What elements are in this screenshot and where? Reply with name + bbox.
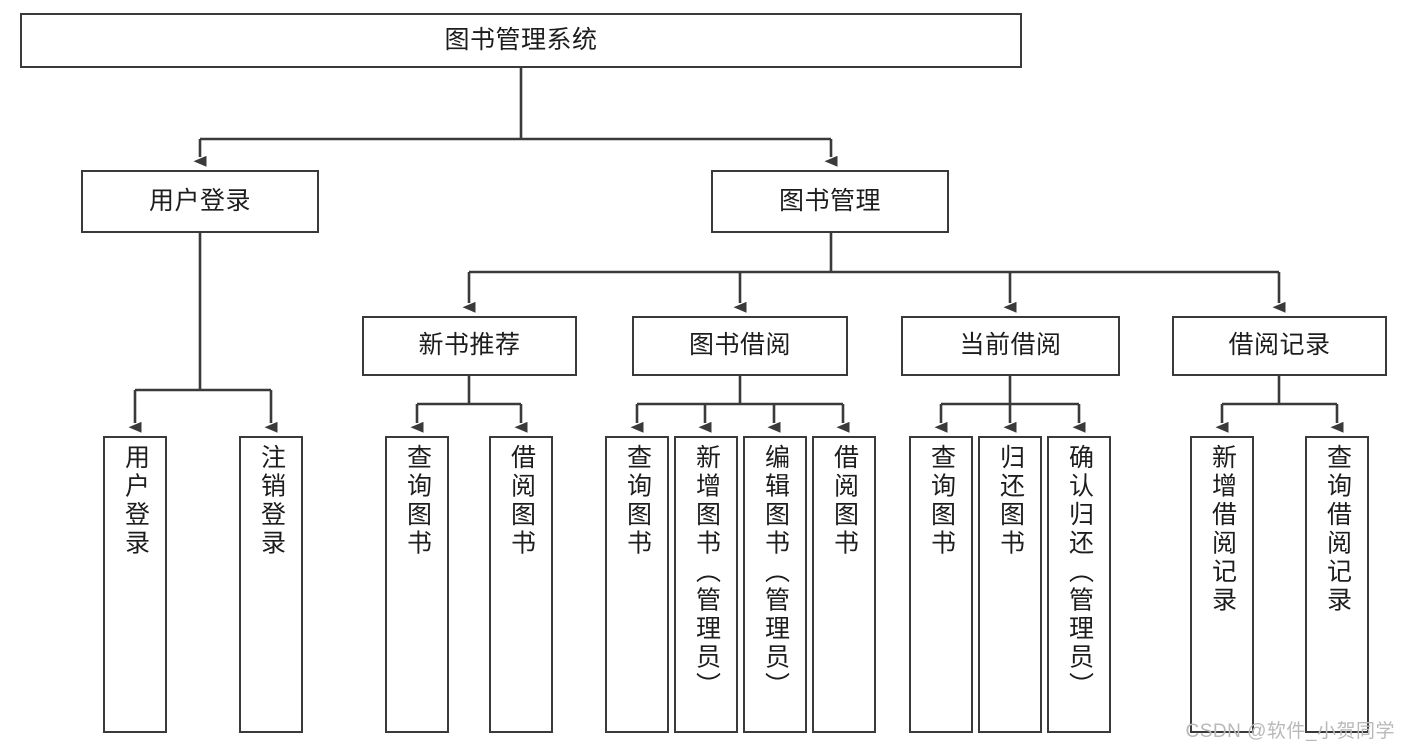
node-label: 用户登录 bbox=[121, 444, 150, 558]
node-borrow-record[interactable]: 借阅记录 bbox=[1172, 316, 1387, 376]
edges-bookborrow-to-leaves bbox=[630, 376, 850, 433]
node-label: 借阅图书 bbox=[507, 444, 536, 558]
edges-currentborrow-to-leaves bbox=[934, 376, 1086, 433]
node-label: 新增借阅记录 bbox=[1208, 444, 1237, 615]
edges-bookmanagement-to-level2 bbox=[462, 233, 1286, 313]
node-label: 新书推荐 bbox=[418, 331, 521, 360]
leaf-return-book[interactable]: 归还图书 bbox=[978, 436, 1042, 733]
leaf-query-book-borrow[interactable]: 查询图书 bbox=[605, 436, 669, 733]
edges-borrowrecord-to-leaves bbox=[1215, 376, 1344, 433]
watermark-text: CSDN @软件_小贺同学 bbox=[1185, 721, 1395, 742]
leaf-query-book-recommend[interactable]: 查询图书 bbox=[385, 436, 449, 733]
node-label: 新增图书（管理员） bbox=[692, 444, 721, 701]
node-label: 查询图书 bbox=[927, 444, 956, 558]
node-user-login[interactable]: 用户登录 bbox=[81, 170, 319, 233]
node-label: 图书管理系统 bbox=[444, 25, 598, 54]
node-root-book-management-system[interactable]: 图书管理系统 bbox=[20, 13, 1022, 68]
node-label: 查询图书 bbox=[403, 444, 432, 558]
leaf-add-borrow-record[interactable]: 新增借阅记录 bbox=[1190, 436, 1254, 733]
leaf-user-login[interactable]: 用户登录 bbox=[103, 436, 167, 733]
node-label: 查询借阅记录 bbox=[1323, 444, 1352, 615]
node-label: 用户登录 bbox=[148, 186, 251, 215]
leaf-edit-book-admin[interactable]: 编辑图书（管理员） bbox=[743, 436, 807, 733]
leaf-borrow-book-recommend[interactable]: 借阅图书 bbox=[489, 436, 553, 733]
node-label: 编辑图书（管理员） bbox=[761, 444, 790, 701]
edges-newbook-to-leaves bbox=[410, 376, 528, 433]
node-label: 借阅记录 bbox=[1228, 331, 1331, 360]
node-label: 图书借阅 bbox=[688, 331, 791, 360]
leaf-query-book-current[interactable]: 查询图书 bbox=[909, 436, 973, 733]
node-label: 确认归还（管理员） bbox=[1065, 444, 1094, 701]
edges-userlogin-to-leaves bbox=[128, 233, 278, 433]
node-label: 归还图书 bbox=[996, 444, 1025, 558]
leaf-query-borrow-record[interactable]: 查询借阅记录 bbox=[1305, 436, 1369, 733]
leaf-borrow-book[interactable]: 借阅图书 bbox=[812, 436, 876, 733]
node-label: 图书管理 bbox=[778, 186, 881, 215]
node-new-book-recommend[interactable]: 新书推荐 bbox=[362, 316, 577, 376]
leaf-logout-login[interactable]: 注销登录 bbox=[239, 436, 303, 733]
node-book-management[interactable]: 图书管理 bbox=[711, 170, 949, 233]
node-label: 查询图书 bbox=[623, 444, 652, 558]
node-label: 当前借阅 bbox=[959, 331, 1062, 360]
node-label: 注销登录 bbox=[257, 444, 286, 558]
node-current-borrow[interactable]: 当前借阅 bbox=[901, 316, 1120, 376]
node-book-borrow[interactable]: 图书借阅 bbox=[632, 316, 848, 376]
node-label: 借阅图书 bbox=[830, 444, 859, 558]
leaf-confirm-return-admin[interactable]: 确认归还（管理员） bbox=[1047, 436, 1111, 733]
edges-root-to-level1 bbox=[193, 68, 838, 167]
leaf-add-book-admin[interactable]: 新增图书（管理员） bbox=[674, 436, 738, 733]
